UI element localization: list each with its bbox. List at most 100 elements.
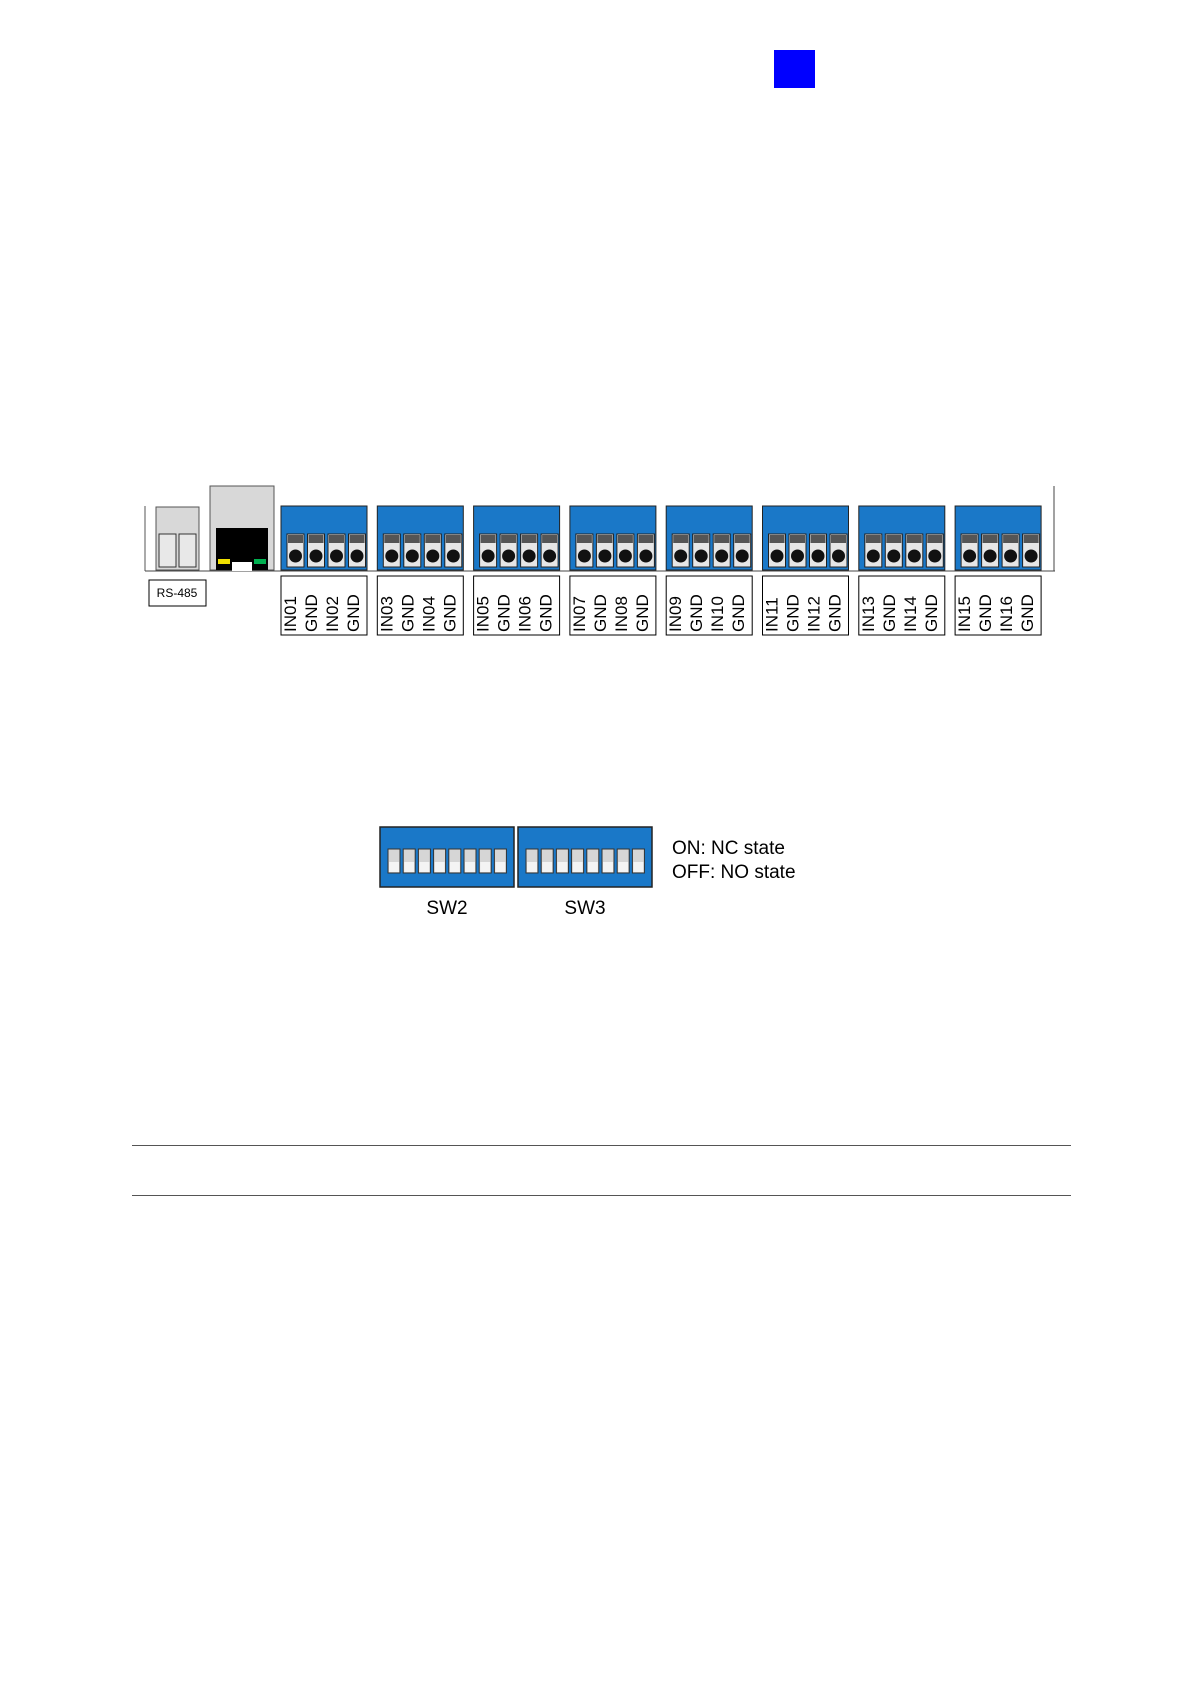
dip-toggle — [494, 849, 506, 873]
pin-label: IN08 — [612, 596, 631, 632]
terminal-screw — [383, 534, 400, 567]
pin-label: GND — [922, 594, 941, 632]
dip-toggle — [526, 849, 538, 873]
pin-label: IN06 — [516, 596, 535, 632]
pin-label: IN13 — [859, 596, 878, 632]
pin-label: IN01 — [281, 596, 300, 632]
dip-toggle — [479, 849, 491, 873]
divider-top — [132, 1145, 1071, 1146]
pin-label: GND — [591, 594, 610, 632]
rs485-label: RS-485 — [157, 586, 198, 600]
switch-legend: ON: NC state OFF: NO state — [672, 837, 796, 885]
dip-toggle — [602, 849, 614, 873]
terminal-screw — [865, 534, 882, 567]
page-tab-marker — [774, 50, 815, 88]
terminal-screw — [1002, 534, 1019, 567]
pin-label: GND — [784, 594, 803, 632]
terminal-screw — [810, 534, 827, 567]
terminal-screw — [1023, 534, 1040, 567]
pin-label: GND — [1018, 594, 1037, 632]
terminal-screw — [637, 534, 654, 567]
dip-switch-sw3: SW3 — [518, 827, 652, 919]
terminal-screw — [713, 534, 730, 567]
pin-label: IN12 — [805, 596, 824, 632]
terminal-screw — [576, 534, 593, 567]
dip-toggle — [434, 849, 446, 873]
ethernet-led-right — [254, 559, 266, 564]
pin-label: GND — [976, 594, 995, 632]
dip-toggle — [632, 849, 644, 873]
terminal-screw — [404, 534, 421, 567]
dip-toggle — [418, 849, 430, 873]
dip-toggle — [617, 849, 629, 873]
terminal-screw — [480, 534, 497, 567]
rs485-label-box: RS-485 — [149, 580, 206, 606]
dip-toggle — [556, 849, 568, 873]
dip-toggle — [449, 849, 461, 873]
pin-label: GND — [495, 594, 514, 632]
pin-label: IN03 — [377, 596, 396, 632]
dip-toggle — [572, 849, 584, 873]
terminal-screw — [287, 534, 304, 567]
pin-label: IN15 — [955, 596, 974, 632]
rs485-connector — [156, 507, 199, 570]
pin-label: GND — [633, 594, 652, 632]
pin-label: IN04 — [419, 596, 438, 632]
dip-toggle — [403, 849, 415, 873]
pin-label: IN11 — [763, 597, 782, 632]
pin-label: GND — [826, 594, 845, 632]
terminal-screw — [328, 534, 345, 567]
terminal-screw — [961, 534, 978, 567]
legend-off: OFF: NO state — [672, 861, 796, 885]
pin-label: GND — [687, 594, 706, 632]
pin-label: IN07 — [570, 596, 589, 632]
pin-label: GND — [302, 594, 321, 632]
terminal-screw — [885, 534, 902, 567]
terminal-screw — [734, 534, 751, 567]
terminal-screw — [926, 534, 943, 567]
terminal-screw — [769, 534, 786, 567]
pin-label: IN10 — [708, 596, 727, 632]
terminal-screw — [789, 534, 806, 567]
pin-label: GND — [440, 594, 459, 632]
dip-toggle — [541, 849, 553, 873]
ethernet-port — [210, 486, 274, 571]
ethernet-led-left — [218, 559, 230, 564]
pin-label: GND — [880, 594, 899, 632]
terminal-screw — [445, 534, 462, 567]
dip-toggle — [388, 849, 400, 873]
terminal-screw — [982, 534, 999, 567]
terminal-screw — [500, 534, 517, 567]
pin-label: GND — [398, 594, 417, 632]
divider-bottom — [132, 1195, 1071, 1196]
terminal-screw — [617, 534, 634, 567]
pin-label: GND — [537, 594, 556, 632]
pin-label: IN09 — [666, 596, 685, 632]
pin-label: IN14 — [901, 596, 920, 632]
dip-switch-sw2: SW2 — [380, 827, 514, 919]
pin-label: IN05 — [474, 596, 493, 632]
dip-switch-label: SW2 — [426, 898, 467, 919]
terminal-screw — [521, 534, 538, 567]
terminal-screw — [672, 534, 689, 567]
pin-label: GND — [344, 594, 363, 632]
terminal-block-3: IN05GNDIN06GND — [474, 506, 560, 635]
terminal-screw — [308, 534, 325, 567]
pin-label: IN16 — [997, 596, 1016, 632]
pin-label: GND — [729, 594, 748, 632]
